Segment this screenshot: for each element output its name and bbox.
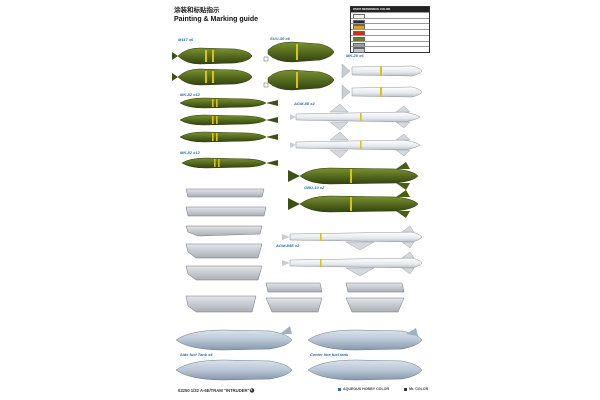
- gbu10-bomb-1: [288, 162, 419, 190]
- agm88-missile-1: [290, 103, 421, 131]
- suu30-callouts: [263, 56, 269, 88]
- pylon-2: [185, 243, 263, 259]
- agm88-missile-2: [290, 131, 421, 159]
- gbu10-bomb-2: [288, 190, 419, 218]
- label-agm84: AGM-84E x2: [276, 243, 300, 248]
- center-fuel-tank-1: [307, 328, 423, 351]
- legend-aqueous: AQUEOUS HOBBY COLOR: [343, 387, 390, 391]
- pylon-3: [185, 265, 263, 281]
- pylon-1: [185, 225, 263, 237]
- paint-table-header: PAINT REFERENCE COLOR: [351, 7, 429, 12]
- page-title-cn: 涂装和标贴指示: [174, 6, 220, 14]
- legend-marker-aqueous: [338, 388, 341, 391]
- agm84e-missile-2: [282, 251, 423, 277]
- legend-mrcolor: Mr. COLOR: [409, 387, 429, 391]
- paint-swatch: [353, 48, 365, 54]
- mk82-bomb-row-1: [179, 97, 278, 109]
- page-number-circle: [249, 388, 255, 393]
- page-number: 5: [250, 387, 253, 392]
- paint-table-row: [351, 46, 429, 54]
- label-m117: M117 x6: [178, 37, 194, 42]
- label-suu30: SUU-30 x6: [270, 36, 290, 41]
- mk20-rockeye: [341, 63, 423, 100]
- bomb-rack-1: [185, 188, 265, 198]
- pylon-4: [185, 295, 257, 313]
- suu30-dispenser-2: [267, 69, 335, 91]
- label-mk82-a: MK-82 x12: [180, 92, 200, 97]
- label-center-tank: Center line fuel tank: [310, 352, 349, 357]
- footer-code: 02250 1/32 A-6E/TRAM "INTRUDER": [178, 388, 250, 393]
- pylon-6: [345, 282, 405, 313]
- label-gbu10: GBU-10 x2: [304, 185, 325, 190]
- paint-reference-table: PAINT REFERENCE COLOR: [350, 6, 430, 54]
- label-side-tank: Side fuel Tank x4: [180, 352, 213, 357]
- agm84e-missile-1: [282, 225, 423, 251]
- suu30-dispenser-1: [267, 41, 335, 63]
- center-fuel-tank-2: [307, 359, 423, 381]
- mk82-bomb-row-3: [179, 131, 278, 143]
- mk82-bomb-row-2: [179, 114, 278, 126]
- m117-bomb-2: [172, 68, 253, 86]
- m117-bomb-1: [172, 47, 253, 65]
- bomb-rack-2: [185, 206, 267, 217]
- legend-marker-mrcolor: [404, 388, 407, 391]
- page-title: Painting & Marking guide: [174, 16, 259, 23]
- label-mk20: MK-20 x6: [346, 53, 364, 58]
- side-fuel-tank-2: [175, 359, 293, 381]
- pylon-5: [265, 282, 323, 313]
- side-fuel-tank-1: [175, 326, 293, 351]
- label-mk82-b: MK-82 x12: [180, 150, 200, 155]
- label-agm88: AGM-88 x2: [294, 101, 315, 106]
- mk82-bomb-row-4: [181, 157, 278, 169]
